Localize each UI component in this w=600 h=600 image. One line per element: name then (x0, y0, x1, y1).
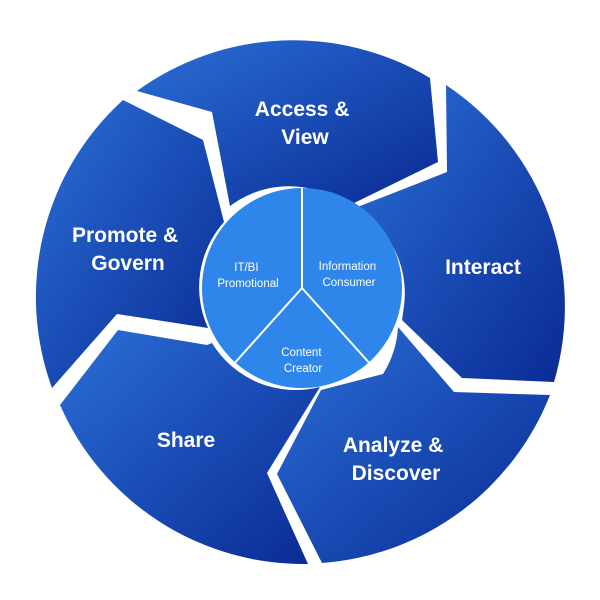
svg-text:Content Creator: Content Creator (281, 347, 324, 375)
segment-access-view-label-line2: View (281, 126, 329, 149)
segment-analyze-discover-label-line1: Analyze & (343, 434, 443, 457)
svg-text:Information Consumer: Information Consumer (319, 261, 380, 289)
svg-text:Interact: Interact (445, 256, 521, 279)
svg-text:Analyze & Discover: Analyze & Discover (343, 434, 449, 485)
segment-promote-govern: Promote & Govern (35, 100, 224, 388)
segment-access-view: Access & View (137, 40, 438, 206)
svg-text:Promote & Govern: Promote & Govern (72, 224, 184, 275)
svg-text:IT/BI Promotional: IT/BI Promotional (217, 262, 278, 290)
core-content-creator-label-line1: Content (281, 347, 322, 359)
segment-promote-govern-shape (35, 100, 224, 388)
segment-access-view-label-line1: Access & (255, 98, 350, 121)
core-it-bi-label-line1: IT/BI (234, 262, 258, 274)
core-content-creator-label-line2: Creator (284, 363, 323, 375)
core-it-bi-label-line2: Promotional (217, 278, 278, 290)
core-information-consumer-label-line2: Consumer (322, 277, 375, 289)
segment-share: Share (60, 330, 320, 565)
core-divider-left (231, 287, 303, 367)
segment-promote-govern-label-line1: Promote & (72, 224, 178, 247)
core-information-consumer-label-line1: Information (319, 261, 377, 273)
segment-share-label: Share (157, 429, 215, 452)
svg-text:Share: Share (157, 429, 215, 452)
segment-analyze-discover-shape (277, 327, 550, 563)
segment-share-shape (60, 330, 320, 565)
svg-text:Access & View: Access & View (255, 98, 355, 149)
segment-access-view-shape (137, 40, 438, 206)
segment-analyze-discover: Analyze & Discover (277, 327, 550, 563)
segment-promote-govern-label-line2: Govern (91, 252, 165, 275)
segment-interact-shape (355, 85, 565, 382)
segment-interact: Interact (355, 85, 565, 382)
segment-analyze-discover-label-line2: Discover (352, 462, 441, 485)
segment-interact-label: Interact (445, 256, 521, 279)
core-circle: IT/BI Promotional Information Consumer C… (202, 188, 402, 388)
core-divider-right (301, 287, 373, 367)
